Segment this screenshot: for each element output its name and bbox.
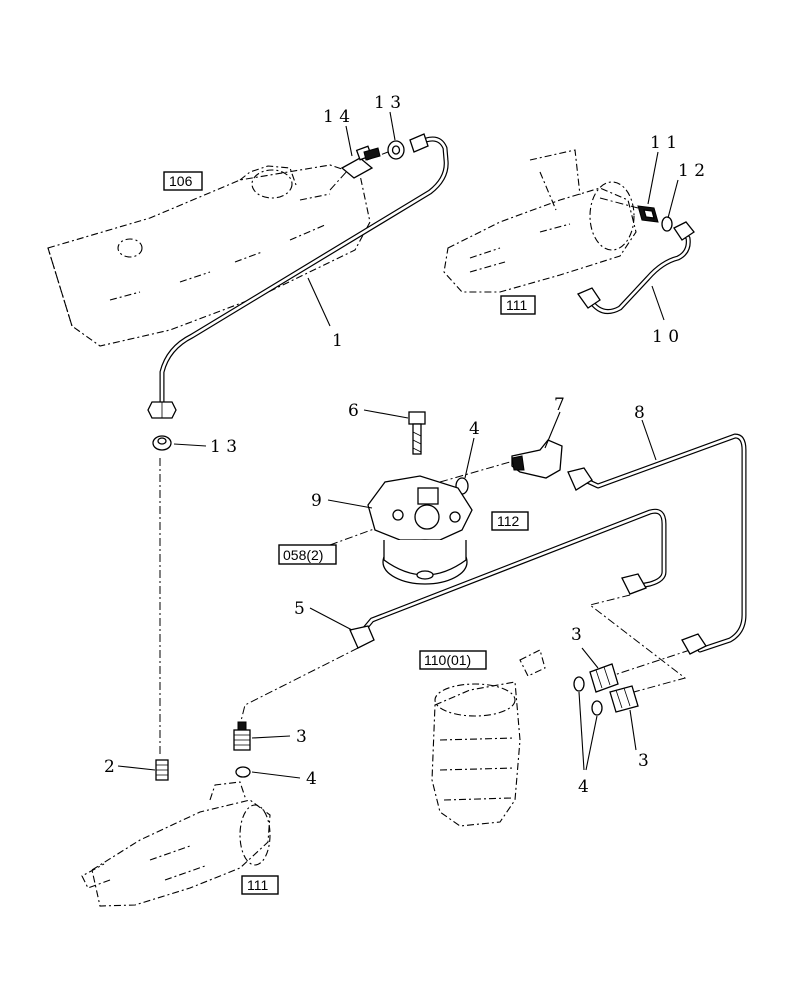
ref-110-label: 110(01) (424, 652, 471, 668)
pipe-1-nut-top (409, 133, 429, 153)
leader-lines (117, 111, 679, 779)
pipe-1-nut-bottom (147, 401, 177, 419)
fuel-lift-pump-9 (367, 475, 473, 585)
fitting-3-right-top (589, 663, 619, 693)
washer-4-right-b (591, 700, 603, 716)
bolt-6 (408, 411, 426, 455)
ref-box-058[interactable]: 058(2) (278, 544, 337, 565)
washer-4-right-a (573, 676, 585, 692)
callout-3-left: 3 (296, 727, 307, 747)
pipe-10 (577, 221, 695, 315)
callout-5: 5 (294, 599, 305, 619)
callout-6: 6 (348, 401, 359, 421)
callout-10: 1 0 (652, 327, 679, 347)
ghost-injection-pump-bottom (81, 781, 271, 907)
pipe-1 (159, 136, 449, 407)
callout-4-top: 4 (469, 419, 480, 439)
washer-13-mid (152, 435, 172, 451)
ref-box-106[interactable]: 106 (163, 171, 203, 191)
ghost-fuel-filter (431, 649, 546, 827)
callout-2: 2 (104, 757, 115, 777)
callout-9: 9 (311, 491, 322, 511)
callout-12: 1 2 (678, 161, 705, 181)
elbow-7 (511, 439, 563, 479)
callout-13-top: 1 3 (374, 93, 401, 113)
ghost-injection-pump-top (443, 149, 637, 293)
callout-3-right-top: 3 (571, 625, 582, 645)
fitting-3-left (233, 721, 251, 751)
ref-box-110[interactable]: 110(01) (419, 650, 487, 670)
pipe-5 (349, 508, 667, 649)
pipe-8 (567, 433, 747, 655)
fitting-11 (637, 205, 659, 223)
callout-1: 1 (332, 331, 343, 351)
ref-box-112[interactable]: 112 (491, 511, 529, 531)
callout-13-mid: 1 3 (210, 437, 237, 457)
callout-3-right-bottom: 3 (638, 751, 649, 771)
banjo-bolt-14 (340, 145, 381, 179)
callout-7: 7 (554, 395, 565, 415)
ref-112-label: 112 (497, 513, 520, 529)
fitting-2 (155, 759, 169, 781)
callout-14: 1 4 (323, 107, 350, 127)
callouts: 1 4 1 3 1 1 1 2 1 1 0 6 7 8 4 9 1 3 5 3 … (104, 93, 705, 797)
ghost-cylinder-head-106 (47, 164, 371, 347)
callout-4-left: 4 (306, 769, 317, 789)
ref-111-top-label: 111 (506, 297, 527, 313)
fitting-3-right-bottom (609, 685, 639, 713)
washer-12 (661, 216, 673, 232)
ref-058-label: 058(2) (283, 547, 323, 563)
alignment-lines (159, 151, 691, 755)
ref-box-111-top[interactable]: 111 (500, 295, 536, 315)
washer-4-left (235, 766, 251, 778)
ref-106-label: 106 (169, 173, 193, 189)
callout-4-right: 4 (578, 777, 589, 797)
washer-13-top (387, 140, 405, 160)
callout-8: 8 (634, 403, 645, 423)
ref-box-111-bottom[interactable]: 111 (241, 875, 279, 895)
callout-11: 1 1 (650, 133, 677, 153)
ref-111-bottom-label: 111 (247, 877, 268, 893)
